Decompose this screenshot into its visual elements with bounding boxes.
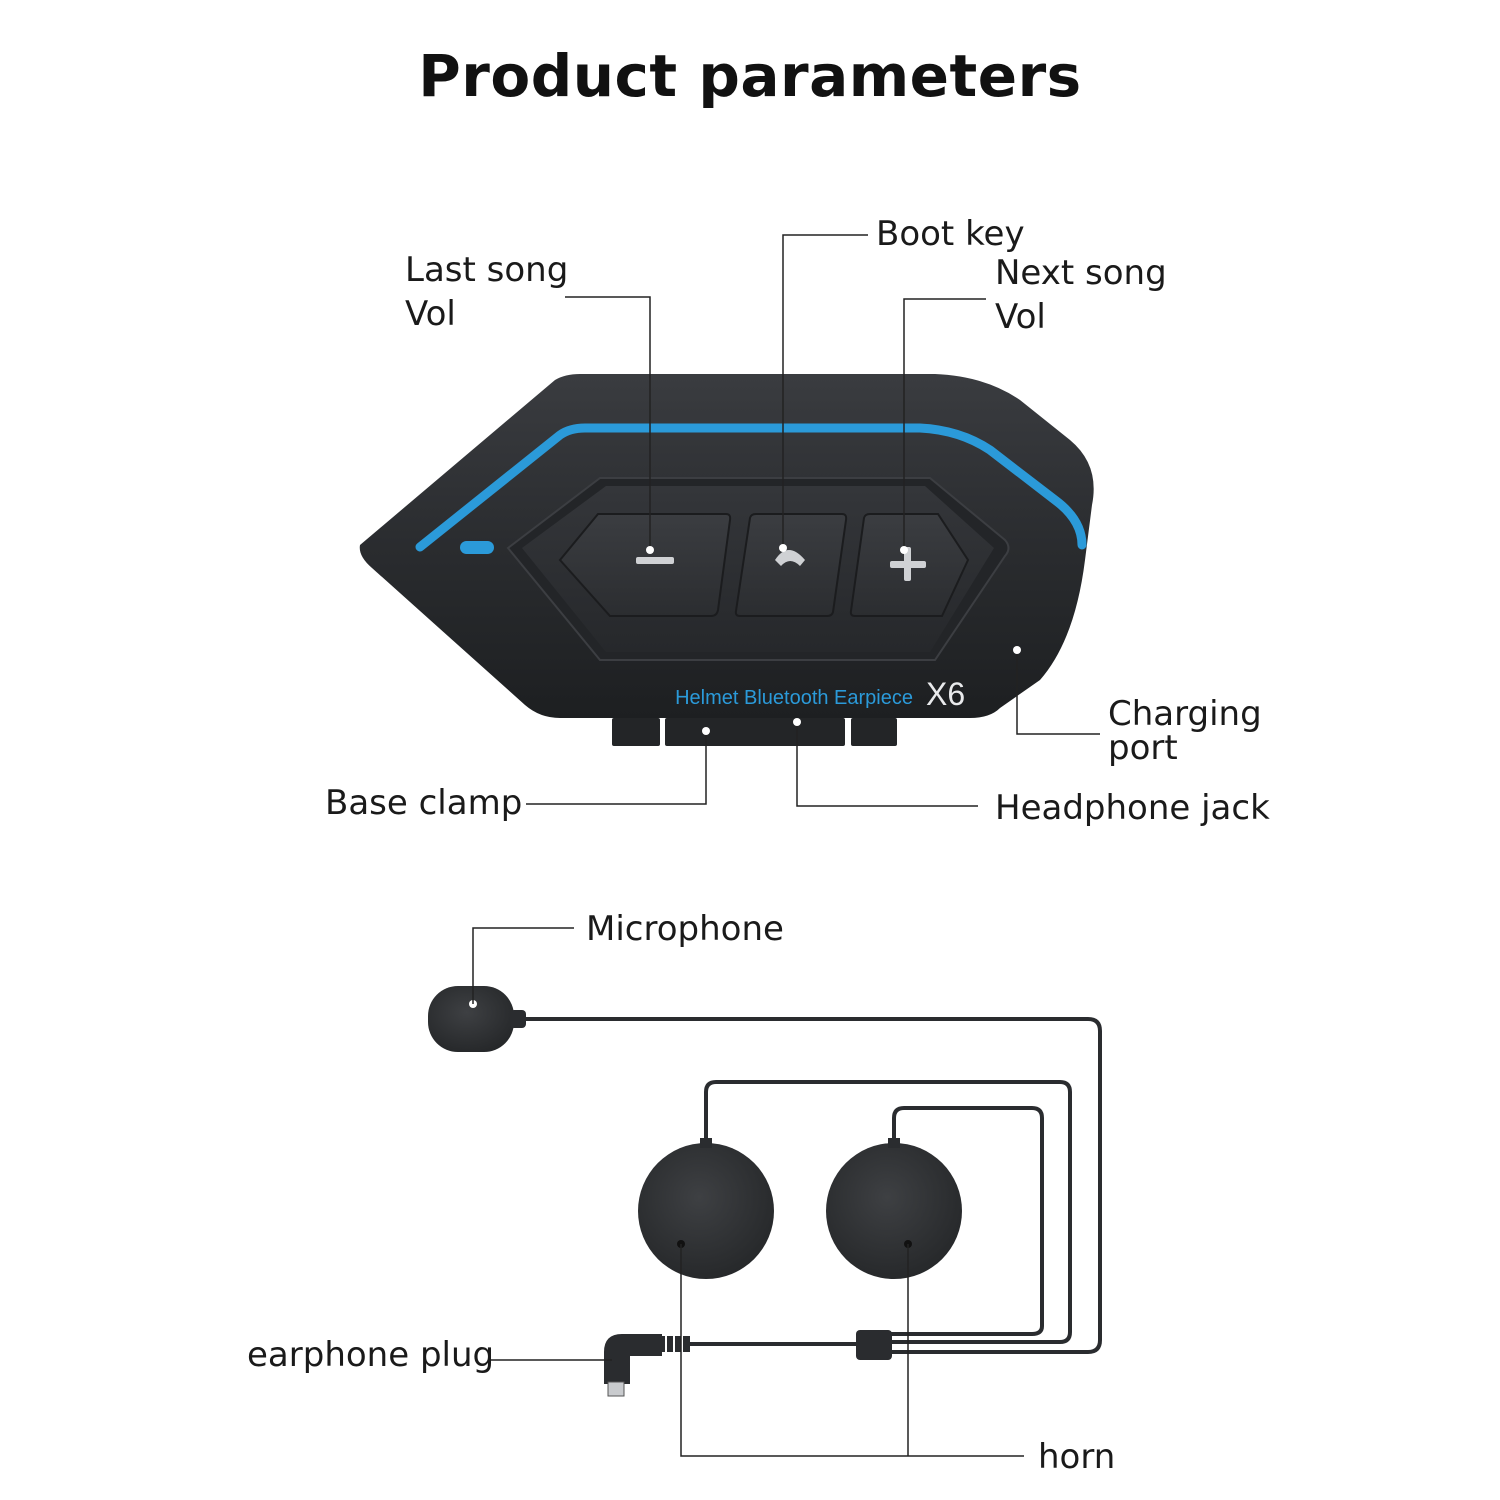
- device-model-label: X6: [926, 676, 965, 712]
- boot-key-button[interactable]: [734, 513, 848, 617]
- label-earphone-plug: earphone plug: [247, 1335, 495, 1375]
- label-next-song-line2: Vol: [995, 297, 1046, 337]
- accessory-leader-lines: [472, 927, 1024, 1457]
- leader-lines: [526, 234, 1100, 807]
- label-charging-port-line2: port: [1108, 728, 1178, 768]
- leader-horn: [680, 1244, 1024, 1457]
- leader-microphone: [472, 927, 574, 1004]
- label-last-song: Last song Vol: [405, 248, 568, 336]
- label-horn: horn: [1038, 1437, 1116, 1477]
- vol-up-button[interactable]: [849, 513, 970, 617]
- plus-icon: [890, 547, 926, 581]
- label-next-song-line1: Next song: [995, 253, 1167, 293]
- accent-stripe: [415, 423, 1087, 552]
- plug-grip: [665, 1336, 683, 1352]
- left-horn-speaker: [638, 1138, 774, 1279]
- leader-headphone-jack: [796, 722, 978, 807]
- leader-boot-key: [782, 234, 868, 548]
- leader-next-song: [903, 298, 986, 550]
- leader-dots: [646, 544, 908, 554]
- device-printed-label: Helmet Bluetooth Earpiece: [675, 687, 913, 709]
- page-title: Product parameters: [418, 42, 1082, 110]
- label-microphone: Microphone: [586, 909, 784, 949]
- microphone: [428, 986, 526, 1052]
- minus-icon: [636, 557, 674, 564]
- label-next-song: Next song Vol: [995, 251, 1167, 339]
- phone-icon: [775, 550, 805, 566]
- label-charging-port-line1: Charging: [1108, 694, 1262, 734]
- vol-down-button[interactable]: [558, 513, 732, 617]
- leader-base-clamp: [526, 731, 707, 805]
- cables: [526, 1017, 1102, 1354]
- label-base-clamp: Base clamp: [325, 783, 523, 823]
- label-charging-port: Charging port: [1108, 697, 1262, 765]
- label-headphone-jack: Headphone jack: [995, 788, 1270, 828]
- leader-last-song: [565, 296, 651, 550]
- label-boot-key: Boot key: [876, 214, 1025, 254]
- base-clamp: [612, 718, 897, 746]
- leader-dots-lower: [702, 646, 1021, 735]
- label-last-song-line2: Vol: [405, 294, 456, 334]
- leader-charging-port: [1016, 650, 1100, 735]
- right-horn-speaker: [826, 1138, 962, 1279]
- earphone-plug: [604, 1334, 690, 1397]
- status-led: [460, 541, 494, 554]
- label-last-song-line1: Last song: [405, 250, 569, 290]
- cable-junction: [856, 1330, 892, 1360]
